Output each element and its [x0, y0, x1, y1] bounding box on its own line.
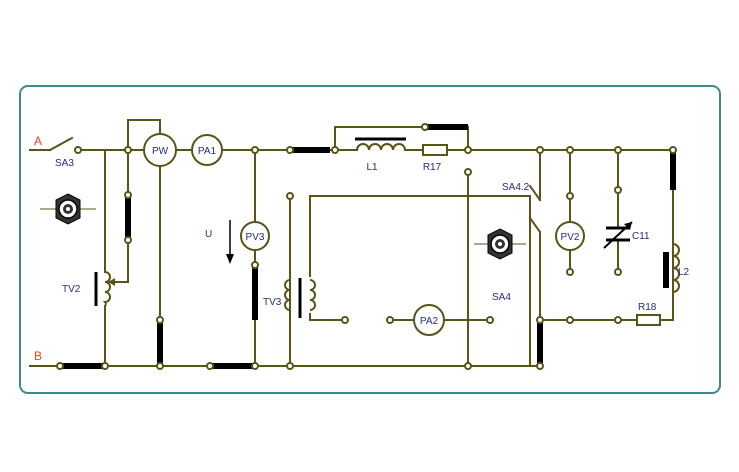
label-r18: R18 — [638, 302, 657, 313]
label-l1: L1 — [366, 162, 378, 173]
meter-pw — [143, 133, 177, 167]
label-l2: L2 — [678, 267, 690, 278]
label-sa3: SA3 — [55, 158, 74, 169]
label-pw: PW — [152, 146, 169, 157]
label-c11: C11 — [632, 231, 650, 242]
meter-pv2 — [555, 221, 585, 251]
meter-pa1 — [191, 134, 223, 166]
inductor-l1 — [355, 137, 406, 151]
label-sa4: SA4 — [492, 292, 511, 303]
autotransformer-tv2 — [94, 271, 115, 307]
label-tv3: TV3 — [263, 297, 282, 308]
knob-sa4[interactable] — [474, 228, 526, 260]
label-pv3: PV3 — [246, 232, 265, 243]
label-r17: R17 — [423, 162, 442, 173]
resistor-r18 — [636, 314, 661, 326]
switch-sa3[interactable] — [48, 136, 74, 152]
phase-a-label: A — [34, 134, 42, 148]
thick-bars — [60, 124, 676, 369]
inductor-l2 — [672, 243, 680, 293]
knob-sa3[interactable] — [40, 193, 96, 225]
meter-pv3 — [240, 221, 270, 251]
diagram-frame — [19, 85, 721, 394]
terminals — [56, 123, 677, 370]
label-tv2: TV2 — [62, 284, 81, 295]
label-sa4-2: SA4.2 — [502, 182, 530, 193]
label-pa2: PA2 — [420, 316, 439, 327]
label-pv2: PV2 — [561, 232, 580, 243]
resistor-r17 — [422, 144, 448, 156]
label-pa1: PA1 — [198, 146, 217, 157]
switch-sa4[interactable] — [528, 216, 542, 234]
switch-sa4-2[interactable] — [528, 184, 542, 202]
label-u: U — [205, 229, 212, 240]
meter-pa2 — [413, 304, 445, 336]
transformer-tv3 — [284, 278, 316, 318]
capacitor-c11 — [603, 221, 633, 249]
voltage-arrow-icon — [226, 220, 234, 264]
phase-b-label: B — [34, 349, 42, 363]
